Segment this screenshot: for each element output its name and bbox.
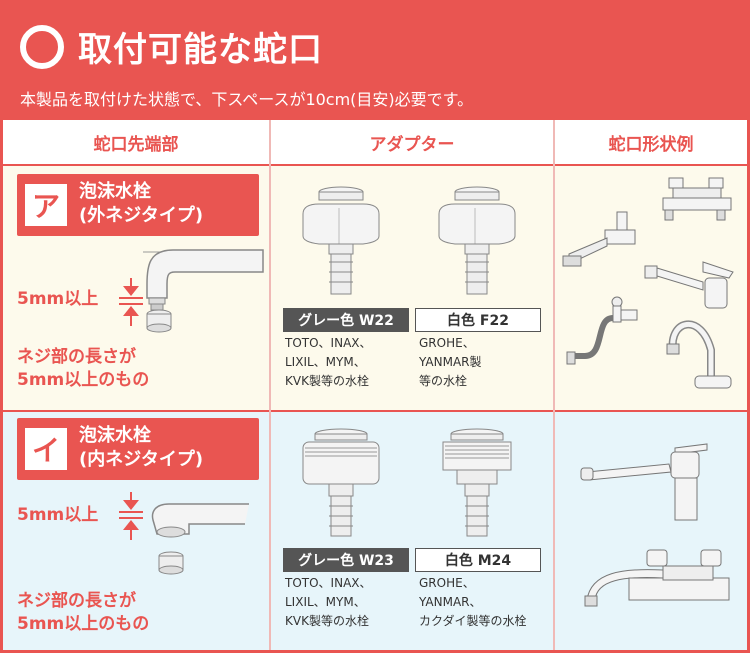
type-letter: イ [25,428,67,470]
wall-mixer-faucet-icon [662,177,732,221]
measure-label: 5mm以上 [17,289,99,309]
column-header-faucet-tip: 蛇口先端部 [93,134,179,155]
column-header-adapter: アダプター [369,134,455,155]
garden-faucet-icon [566,296,638,365]
type-tag-i: イ 泡沫水栓 (内ネジタイプ) [17,418,259,480]
gooseneck-faucet-icon [666,320,732,389]
note-line: LIXIL、MYM、 [285,355,366,369]
note-line: KVK製等の水栓 [285,614,369,628]
page-title: 取付可能な蛇口 [78,30,323,70]
measure-label: 5mm以上 [17,505,99,525]
table-header-row: 蛇口先端部 アダプター 蛇口形状例 [3,120,747,166]
inner-thread-faucet-icon [151,503,249,538]
adapter-label-f22: 白色 F22 [415,308,541,332]
aerator-icon [158,551,184,575]
condition-line1: ネジ部の長さが [17,347,136,367]
type-line2: (内ネジタイプ) [79,449,204,470]
condition-text: ネジ部の長さが 5mm以上のもの [17,346,149,392]
note-line: カクダイ製等の水栓 [419,614,527,628]
measure-arrows-icon [119,492,143,540]
adapter-notes-m24: GROHE、 YANMAR、 カクダイ製等の水栓 [419,574,527,631]
wall-single-lever-faucet-icon [562,211,636,267]
type-line2: (外ネジタイプ) [79,205,204,226]
note-line: 等の水栓 [419,374,468,388]
note-line: GROHE、 [419,336,475,350]
type-name: 泡沫水栓 (外ネジタイプ) [79,180,203,228]
note-line: TOTO、INAX、 [285,336,372,350]
aerator-icon [146,309,172,333]
type-line1: 泡沫水栓 [79,181,151,202]
condition-text: ネジ部の長さが 5mm以上のもの [17,590,149,636]
adapter-w23-icon [302,428,380,537]
note-line: GROHE、 [419,576,475,590]
note-line: KVK製等の水栓 [285,374,369,388]
adapter-label-w23: グレー色 W23 [283,548,409,572]
column-divider [553,120,555,650]
note-line: YANMAR製 [419,355,482,369]
condition-line2: 5mm以上のもの [17,370,150,390]
adapter-notes-f22: GROHE、 YANMAR製 等の水栓 [419,334,482,391]
adapter-m24-icon [442,428,512,537]
deck-two-handle-faucet-icon [584,549,730,607]
title-group: 取付可能な蛇口 [20,22,323,71]
type-name: 泡沫水栓 (内ネジタイプ) [79,424,203,472]
single-lever-mixer-icon [644,261,734,309]
page-subtitle: 本製品を取付けた状態で、下スペースが10cm(目安)必要です。 [20,90,474,109]
column-header-faucet-examples: 蛇口形状例 [608,134,694,155]
row-divider [3,410,747,412]
header-banner: 取付可能な蛇口 本製品を取付けた状態で、下スペースが10cm(目安)必要です。 [0,0,750,120]
adapter-w22-icon [302,186,380,295]
circle-icon [20,24,64,69]
deck-single-lever-faucet-icon [580,443,708,521]
type-letter: ア [25,184,67,226]
type-tag-a: ア 泡沫水栓 (外ネジタイプ) [17,174,259,236]
note-line: TOTO、INAX、 [285,576,372,590]
column-divider [269,120,271,650]
adapter-notes-w23: TOTO、INAX、 LIXIL、MYM、 KVK製等の水栓 [285,574,372,631]
adapter-label-m24: 白色 M24 [415,548,541,572]
adapter-notes-w22: TOTO、INAX、 LIXIL、MYM、 KVK製等の水栓 [285,334,372,391]
note-line: YANMAR、 [419,595,482,609]
note-line: LIXIL、MYM、 [285,595,366,609]
type-line1: 泡沫水栓 [79,425,151,446]
condition-line1: ネジ部の長さが [17,591,136,611]
measure-arrows-icon [119,278,143,326]
compatibility-table: 蛇口先端部 アダプター 蛇口形状例 ア 泡沫水栓 (外ネジタイプ) 5mm以上 … [0,120,750,653]
outer-thread-faucet-icon [143,249,264,311]
adapter-f22-icon [438,186,516,295]
condition-line2: 5mm以上のもの [17,614,150,634]
adapter-label-w22: グレー色 W22 [283,308,409,332]
